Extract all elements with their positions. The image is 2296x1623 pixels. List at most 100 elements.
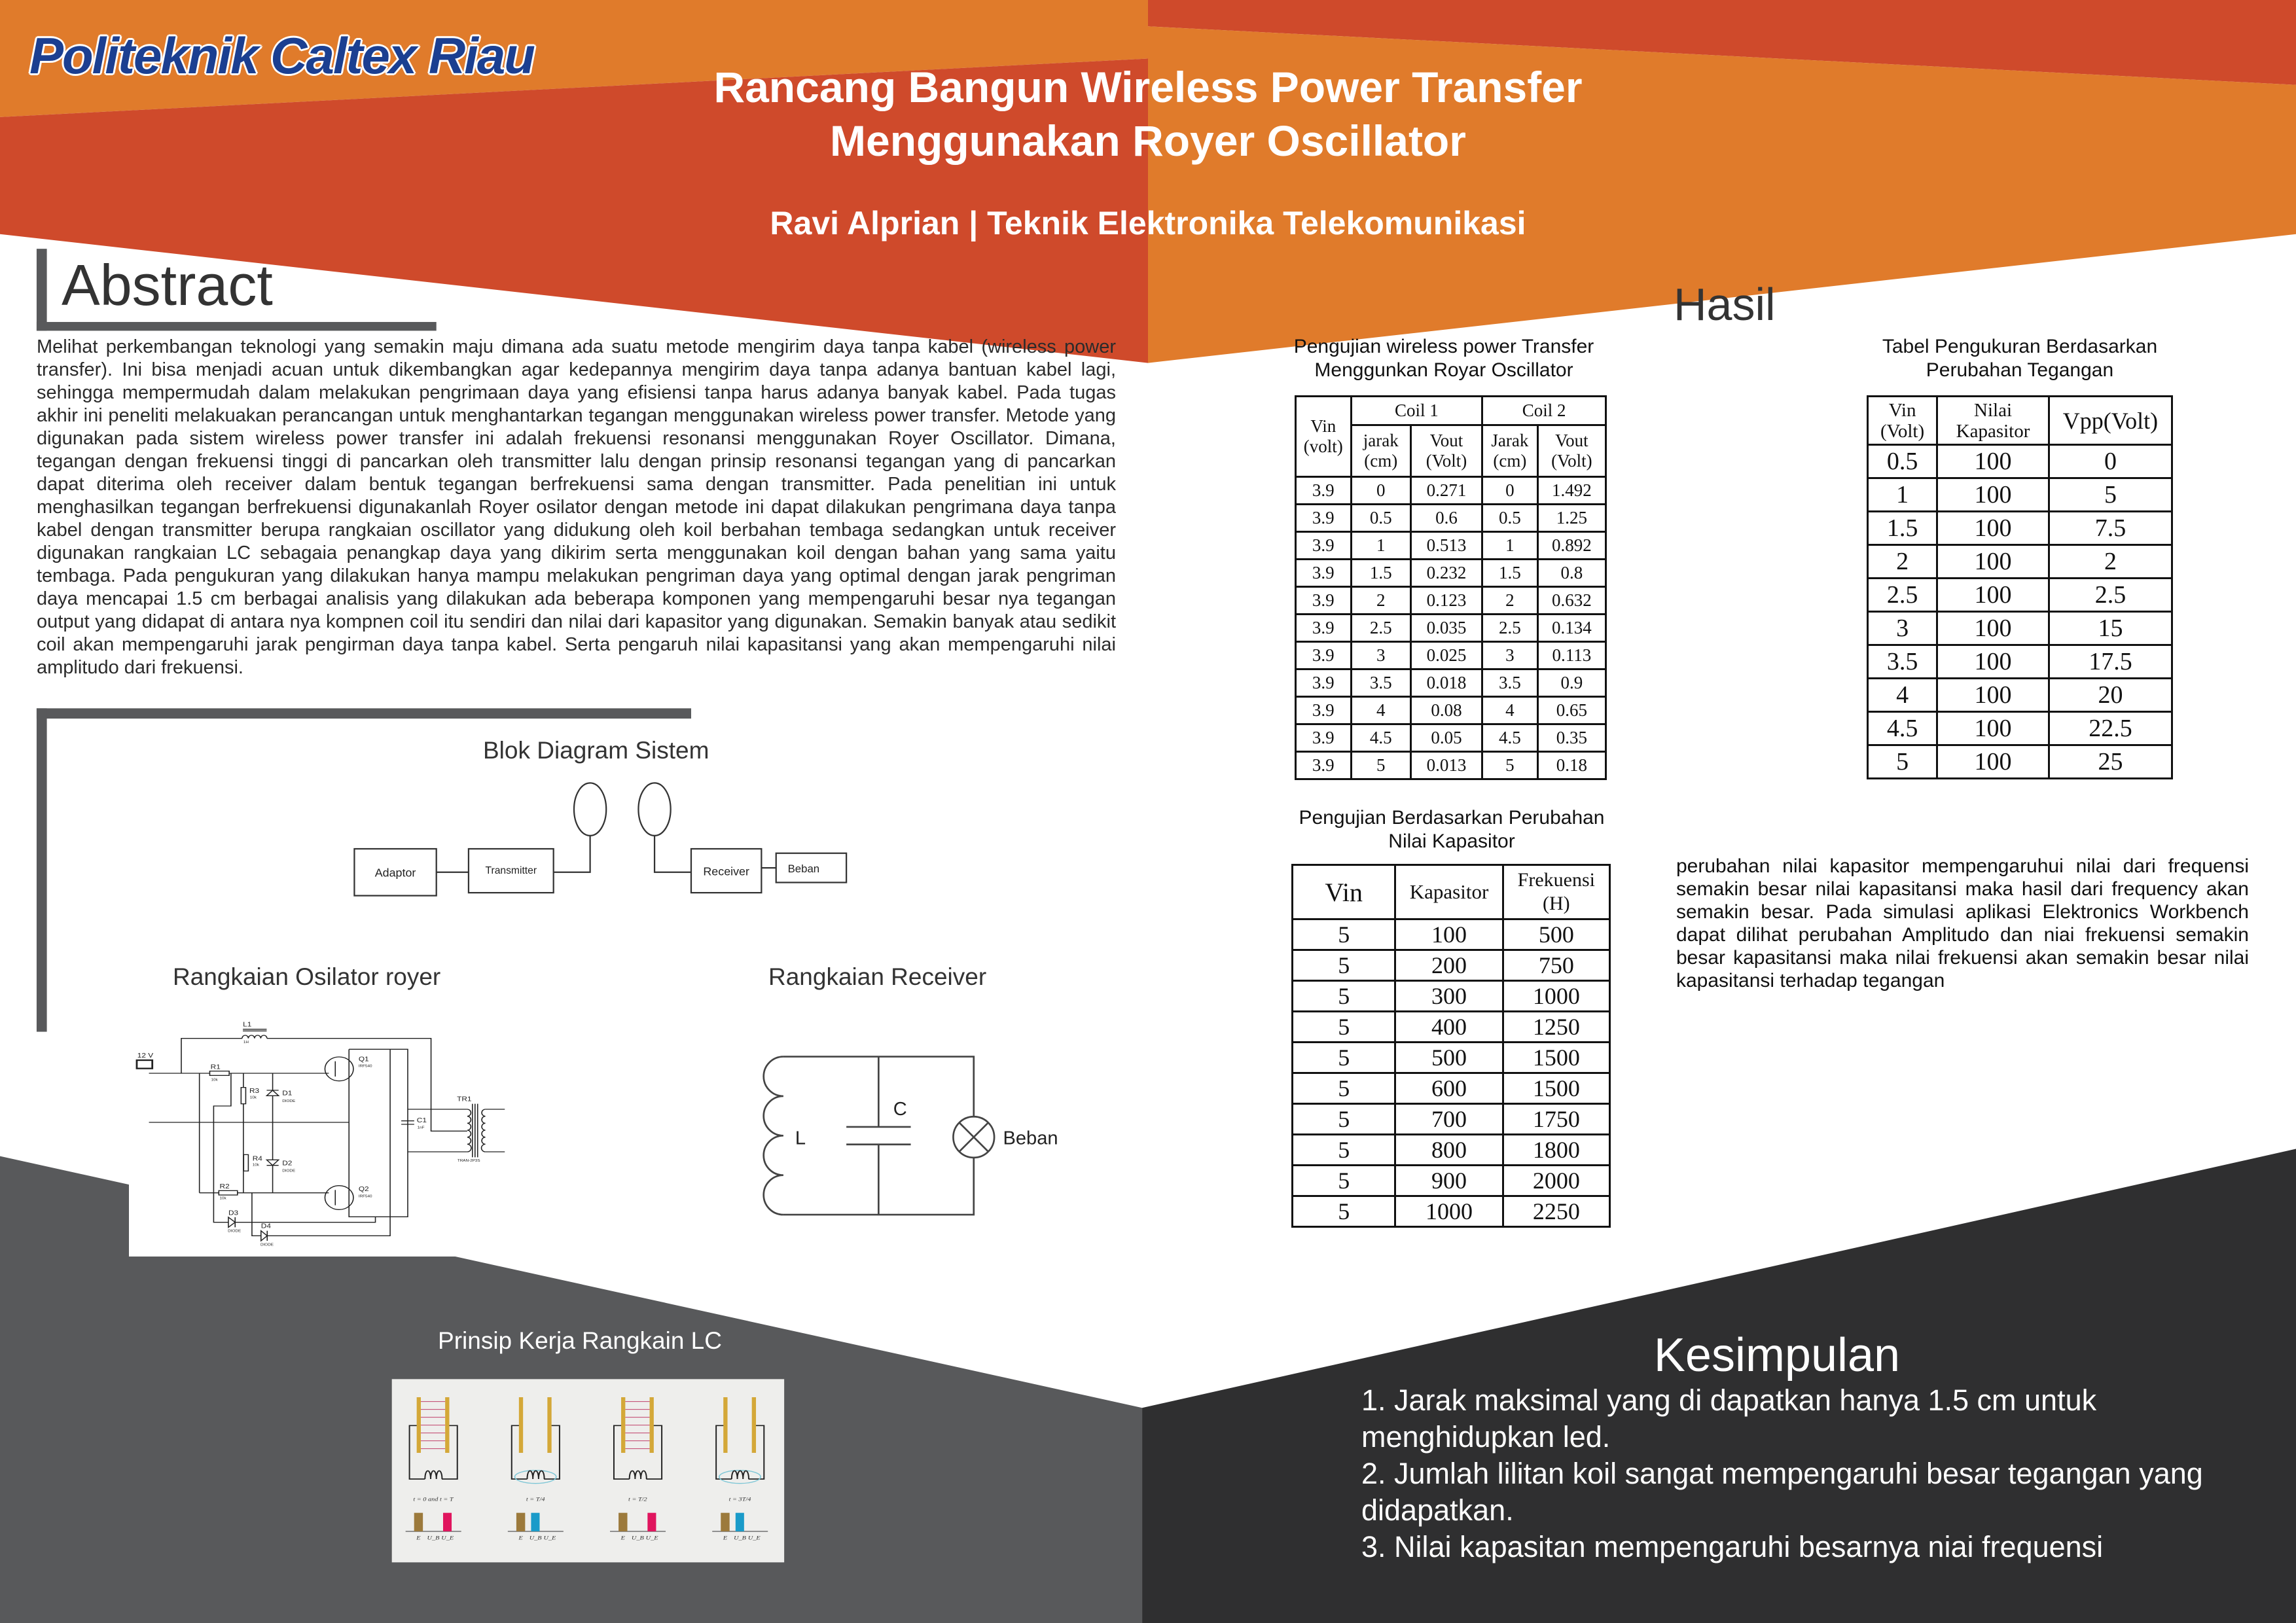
table-cell: 2.5 (1350, 613, 1412, 643)
table-cell: 3.5 (1481, 668, 1539, 698)
table-cell: 0 (1481, 476, 1539, 505)
table-cell: 0.134 (1536, 613, 1607, 643)
table-cell: 1 (1481, 531, 1539, 560)
table-cell: 1.492 (1536, 476, 1607, 505)
label-d3: D3 (228, 1209, 238, 1217)
label-r1-value: 10k (211, 1079, 217, 1082)
label-supply: 12 V (137, 1052, 154, 1060)
block-label-transmitter: Transmitter (486, 865, 537, 876)
table-cell: 0.513 (1409, 531, 1484, 560)
th-nilai-kapasitor: Nilai Kapasitor (1936, 395, 2050, 446)
table-cell: 25 (2047, 744, 2174, 779)
table-cell: 3 (1481, 641, 1539, 670)
table-cell: 4.5 (1866, 711, 1939, 746)
label-tr1: TR1 (457, 1096, 471, 1103)
lc-bar-label: U_E (646, 1535, 658, 1541)
table-cell: 5 (1291, 1072, 1397, 1105)
table-voltage-change: Vin (Volt) Nilai Kapasitor Vpp(Volt) 0.5… (1866, 395, 2174, 779)
table-cell: 3.9 (1295, 668, 1352, 698)
header-red-left (0, 58, 1148, 363)
label-d4: D4 (261, 1222, 271, 1230)
receiver-label-l: L (795, 1128, 806, 1149)
table-cell: 3.9 (1295, 723, 1352, 753)
receiver-circuit (762, 1056, 996, 1216)
table-cell: 2 (1350, 586, 1412, 615)
oscillator-schematic: L1 1H 12 V R1 10k R3 10k D1 DIODE R4 10k… (135, 1021, 505, 1247)
receiver-label-c: C (893, 1099, 907, 1120)
abstract-text: Melihat perkembangan teknologi yang sema… (37, 336, 1116, 678)
hasil-paragraph: perubahan nilai kapasitor mempengaruhui … (1676, 855, 2249, 991)
lc-bar-label: E (620, 1535, 626, 1541)
table-cell: 0.123 (1409, 586, 1484, 615)
table-cell: 1.25 (1536, 503, 1607, 533)
table-cell: 3.9 (1295, 558, 1352, 588)
table-cell: 0.035 (1409, 613, 1484, 643)
table-cell: 3 (1866, 611, 1939, 646)
table-cell: 300 (1394, 980, 1504, 1012)
table-cell: 2000 (1501, 1164, 1611, 1197)
receiver-label-beban: Beban (1003, 1128, 1058, 1149)
label-d3-value: DIODE (228, 1230, 241, 1233)
kesimpulan-item: 3. Nilai kapasitan mempengaruhi besarnya… (1361, 1530, 2104, 1563)
table-cell: 2.5 (1866, 577, 1939, 613)
table-cell: 5 (1291, 918, 1397, 951)
capacitor-plate (649, 1397, 654, 1453)
diode-d2 (265, 1159, 280, 1166)
resistor-r2 (218, 1190, 238, 1196)
table-cell: 700 (1394, 1103, 1504, 1135)
th-kapasitor: Kapasitor (1394, 864, 1504, 920)
label-q2-value: IRF540 (359, 1195, 373, 1198)
lc-caption: t = T/2 (628, 1497, 647, 1503)
table-cell: 0.9 (1536, 668, 1607, 698)
table-wpt-royer: Vin (volt) Coil 1 Coil 2 jarak (cm) Vout… (1295, 395, 1607, 780)
table-cell: 1000 (1501, 980, 1611, 1012)
label-l1-value: 1H (243, 1041, 249, 1044)
table-cell: 1500 (1501, 1072, 1611, 1105)
block-transmitter (467, 847, 554, 894)
th-vpp: Vpp(Volt) (2047, 395, 2174, 446)
hasil-heading: Hasil (1674, 279, 1776, 330)
tx-coil-icon (573, 782, 607, 837)
table-cell: 3.9 (1295, 531, 1352, 560)
label-r4-value: 10k (253, 1164, 259, 1167)
table-cell: 4 (1350, 696, 1412, 725)
author-line: Ravi Alprian | Teknik Elektronika Teleko… (770, 205, 1526, 241)
transformer-tr1-icon (467, 1109, 472, 1152)
lc-bar-label: E (723, 1535, 728, 1541)
table-cell: 3.9 (1295, 613, 1352, 643)
table-cell: 600 (1394, 1072, 1504, 1105)
label-q1: Q1 (359, 1056, 369, 1063)
capacitor-plate (621, 1397, 626, 1453)
block-beban (775, 852, 848, 883)
label-d2-value: DIODE (282, 1169, 295, 1173)
label-r3-value: 10k (250, 1096, 257, 1099)
table-cell: 17.5 (2047, 644, 2174, 679)
table-cell: 100 (1936, 644, 2050, 679)
supply-terminal (135, 1059, 154, 1069)
table-cell: 500 (1501, 918, 1611, 951)
table-cell: 1 (1350, 531, 1412, 560)
table-cell: 22.5 (2047, 711, 2174, 746)
table-cell: 100 (1936, 477, 2050, 512)
block-label-beban: Beban (788, 863, 819, 875)
footer-dark-right (1142, 1149, 2296, 1623)
header-orange-left (0, 0, 1148, 117)
table-cell: 4 (1481, 696, 1539, 725)
block-label-adaptor: Adaptor (375, 866, 416, 880)
table-cell: 500 (1394, 1041, 1504, 1074)
diode-d4 (260, 1230, 268, 1242)
table-cell: 0.013 (1409, 751, 1484, 780)
lc-bar-label: E (518, 1535, 523, 1541)
table-cell: 4.5 (1481, 723, 1539, 753)
mosfet-q2-icon (324, 1185, 354, 1210)
table-cell: 0.5 (1866, 444, 1939, 479)
